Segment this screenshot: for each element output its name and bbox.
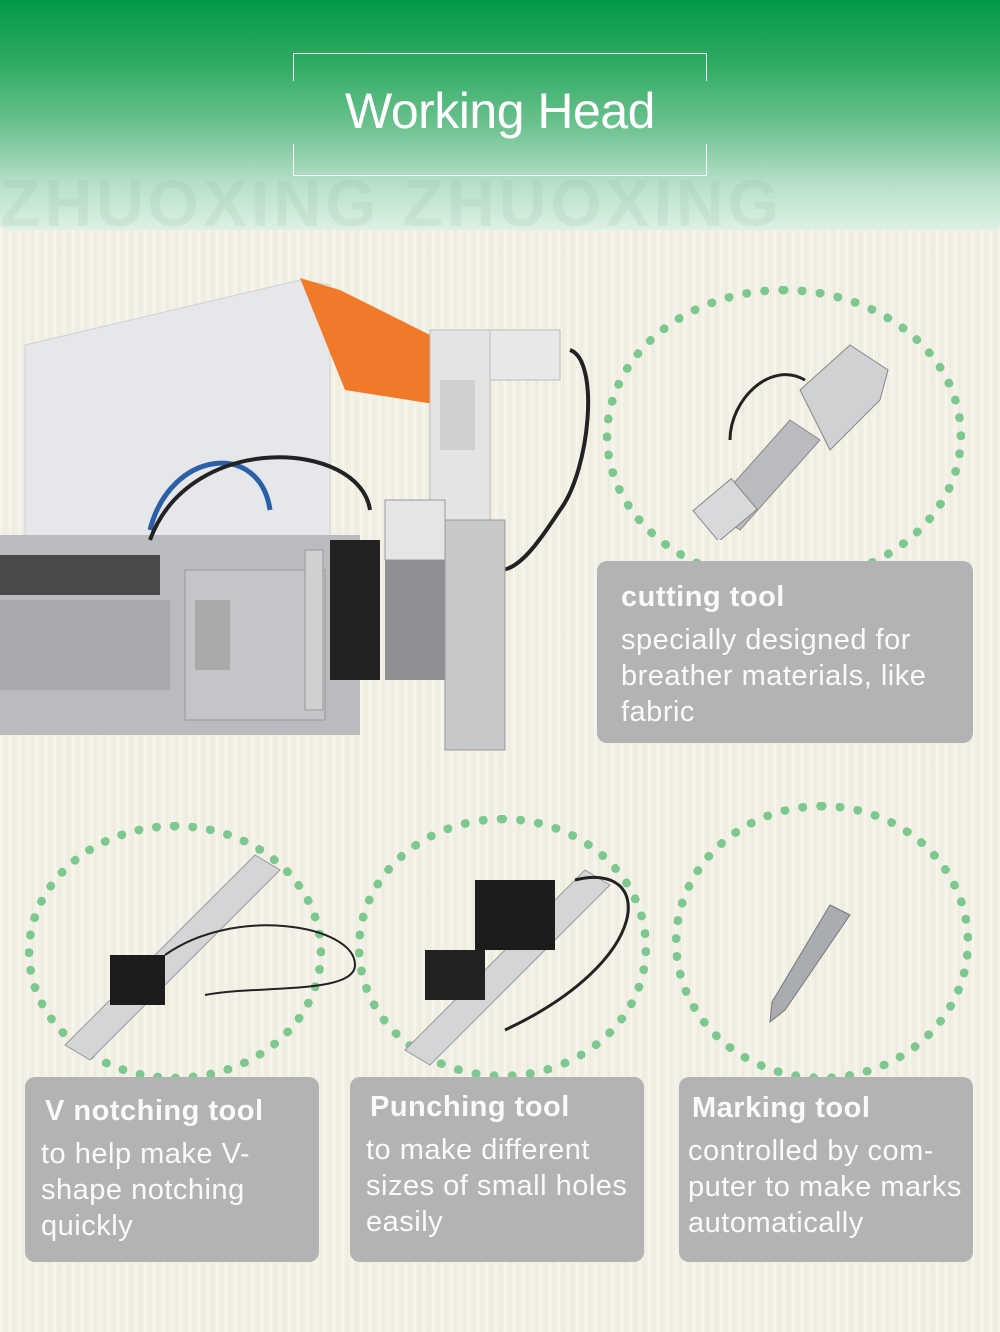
tool-name: cutting tool (621, 581, 785, 613)
watermark: ZHUOXING ZHUOXING (0, 166, 784, 240)
tool-name: Punching tool (370, 1091, 570, 1123)
v-notching-tool-card: V notching tool to help make V-shape not… (25, 1077, 319, 1262)
punching-tool-card: Punching tool to make different sizes of… (350, 1077, 644, 1262)
marking-tool-card: Marking tool controlled by com-puter to … (679, 1077, 973, 1262)
tool-description: to make different sizes of small holes e… (366, 1134, 628, 1238)
cutting-tool-image (692, 344, 889, 540)
punching-tool-image (404, 869, 630, 1066)
header-banner: ZHUOXING ZHUOXING Working Head (0, 0, 1000, 240)
title-frame (293, 53, 707, 176)
punching-tool-circle (355, 815, 650, 1080)
tool-description: specially designed for breather material… (621, 624, 927, 728)
page-title: Working Head (345, 83, 655, 139)
tool-name: Marking tool (692, 1092, 871, 1124)
marking-pen-image (769, 904, 851, 1024)
cutting-tool-card: cutting tool specially designed for brea… (597, 561, 973, 743)
machine-head-image (0, 278, 591, 751)
tool-description: controlled by com-puter to make marks au… (688, 1135, 962, 1239)
v-notching-tool-image (64, 854, 357, 1061)
tool-name: V notching tool (45, 1095, 264, 1127)
tool-description: to help make V-shape notching quickly (41, 1138, 250, 1242)
